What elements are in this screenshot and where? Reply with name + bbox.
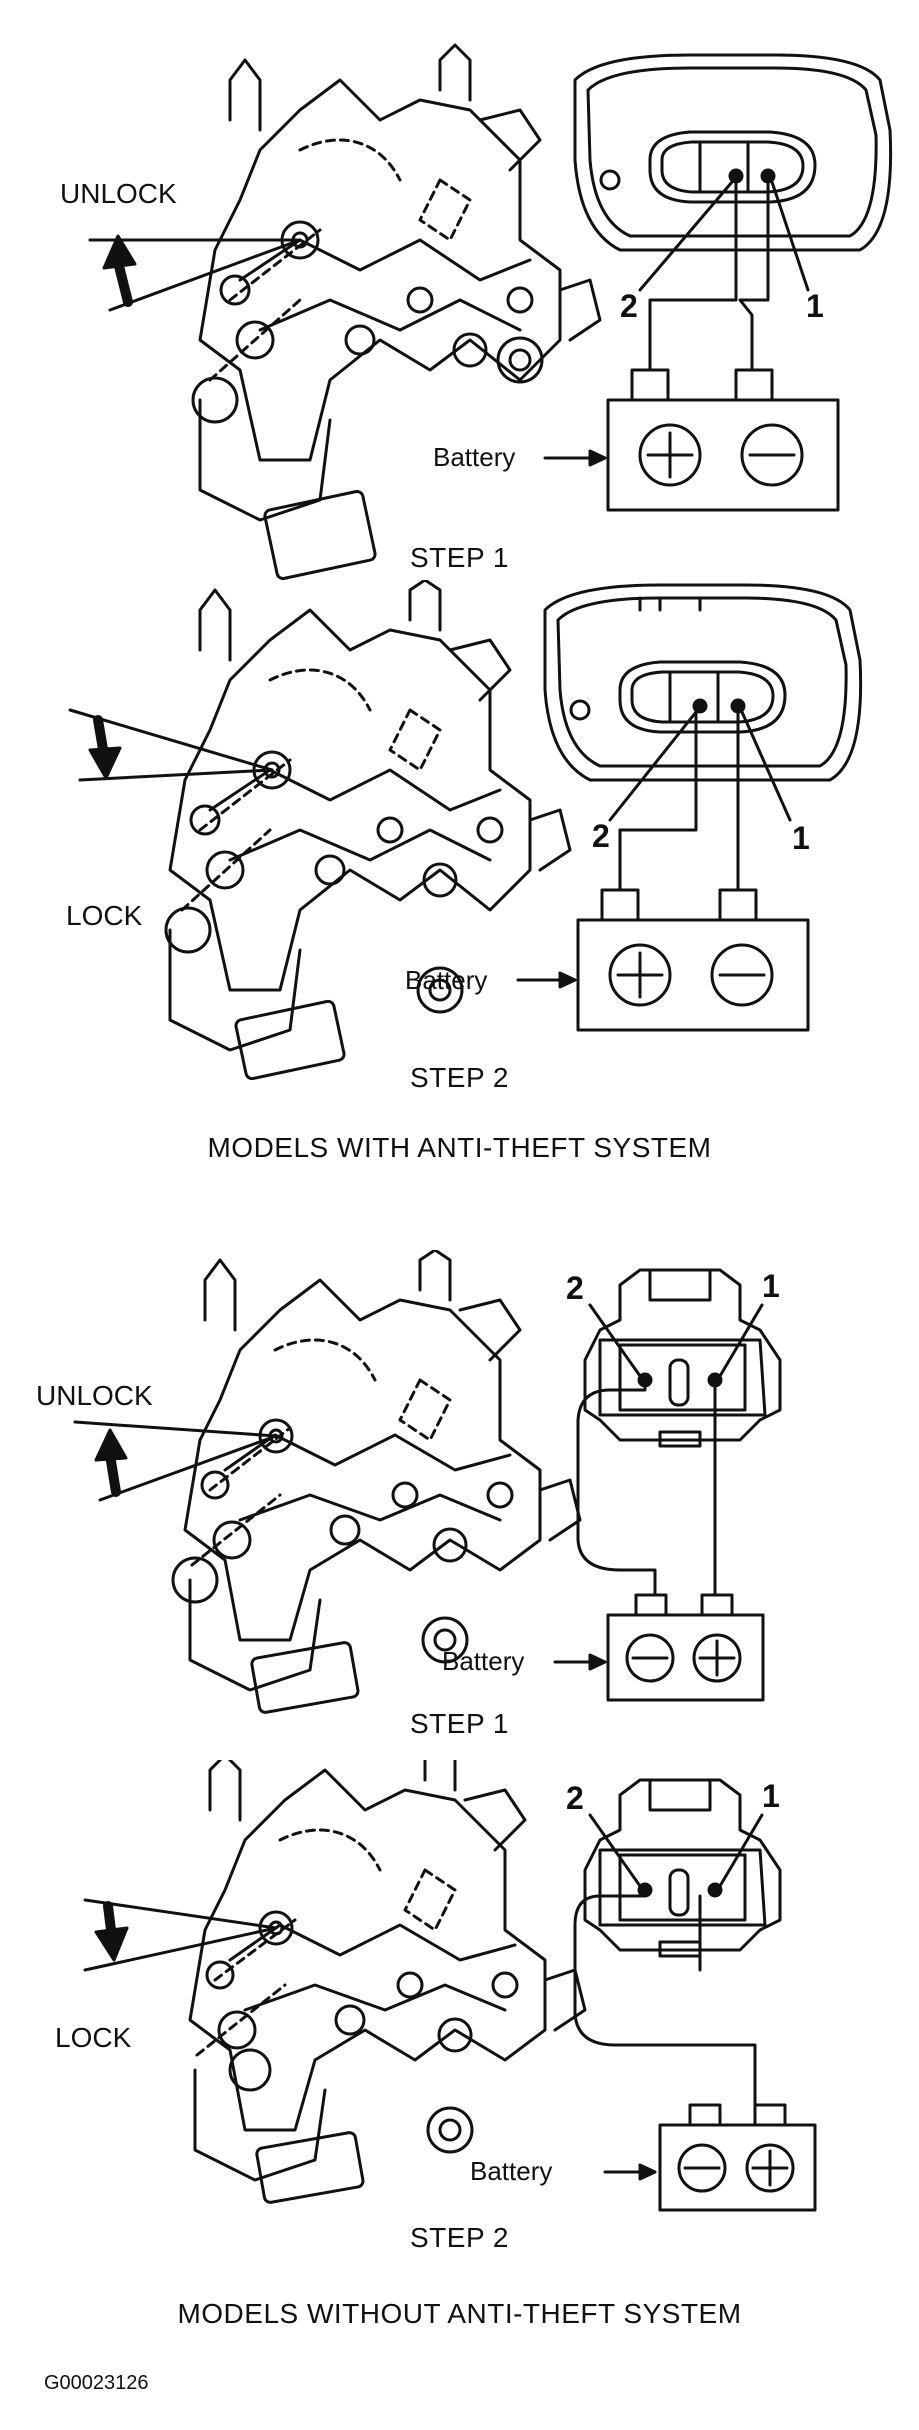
direction-label: UNLOCK — [36, 1380, 153, 1411]
pin-2-leader — [608, 710, 698, 822]
battery-icon — [658, 2103, 817, 2212]
direction-label: UNLOCK — [60, 178, 177, 209]
wire-pin2 — [573, 1894, 757, 2107]
actuator-connector-diagram — [88, 43, 893, 580]
battery-label: Battery — [433, 442, 516, 472]
lock-arrow-icon — [68, 708, 274, 782]
section-title-without-anti-theft: MODELS WITHOUT ANTI-THEFT SYSTEM — [177, 2298, 742, 2329]
panel-without-step1: UNLOCK 2 1 Battery STEP 1 — [0, 1250, 919, 1750]
connector-housing — [583, 1778, 782, 1958]
pin-2-leader — [638, 180, 734, 292]
pin-2-leader — [588, 1813, 642, 1888]
door-lock-actuator-drawing — [171, 1250, 582, 1714]
wire-pin1 — [738, 180, 770, 372]
step-label: STEP 1 — [410, 1708, 509, 1739]
pin-2-label: 2 — [566, 1780, 584, 1816]
pin-1-leader — [718, 1813, 764, 1888]
battery-label: Battery — [442, 1646, 525, 1676]
wire-pin2 — [576, 1384, 657, 1597]
step-label: STEP 1 — [410, 542, 509, 573]
battery-icon — [576, 888, 810, 1032]
connector-housing — [543, 583, 863, 782]
actuator-connector-diagram — [73, 1250, 782, 1714]
connector-housing — [573, 53, 893, 252]
unlock-arrow-icon — [88, 234, 302, 312]
pin-2-leader — [588, 1303, 642, 1378]
door-lock-actuator-drawing — [164, 580, 572, 1080]
step-label: STEP 2 — [410, 2222, 509, 2253]
battery-label: Battery — [405, 965, 488, 995]
step-label: STEP 2 — [410, 1062, 509, 1093]
lock-arrow-icon — [83, 1898, 278, 1972]
direction-label: LOCK — [66, 900, 143, 931]
figure-id: G00023126 — [44, 2372, 149, 2394]
panel-with-step2: LOCK 2 1 Battery STEP 2 — [0, 580, 919, 1093]
pin-2-label: 2 — [566, 1270, 584, 1306]
battery-label: Battery — [470, 2156, 553, 2186]
actuator-connector-diagram — [83, 1760, 817, 2212]
battery-icon — [606, 1593, 765, 1702]
pin-1-leader — [718, 1303, 764, 1378]
battery-icon — [606, 368, 840, 512]
connector-housing — [583, 1268, 782, 1448]
panel-without-step2: LOCK 2 1 Battery STEP 2 — [0, 1760, 919, 2260]
pin-2-label: 2 — [620, 288, 638, 324]
pin-1-label: 1 — [762, 1778, 780, 1814]
direction-label: LOCK — [55, 2022, 132, 2053]
panel-with-step1: UNLOCK 2 1 Battery STEP 1 — [0, 40, 919, 580]
pin-1-label: 1 — [806, 288, 824, 324]
section-title-with-anti-theft: MODELS WITH ANTI-THEFT SYSTEM — [207, 1132, 712, 1163]
actuator-connector-diagram — [68, 580, 863, 1080]
pin-2-label: 2 — [592, 818, 610, 854]
pin-1-label: 1 — [762, 1268, 780, 1304]
unlock-arrow-icon — [73, 1420, 278, 1502]
door-lock-actuator-drawing — [188, 1760, 587, 2204]
wire-pin2 — [648, 180, 738, 372]
wire-pin2 — [618, 710, 698, 892]
door-lock-actuator-drawing — [191, 43, 602, 580]
pin-1-leader — [740, 710, 792, 822]
pin-1-leader — [770, 180, 810, 292]
pin-1-label: 1 — [792, 820, 810, 856]
